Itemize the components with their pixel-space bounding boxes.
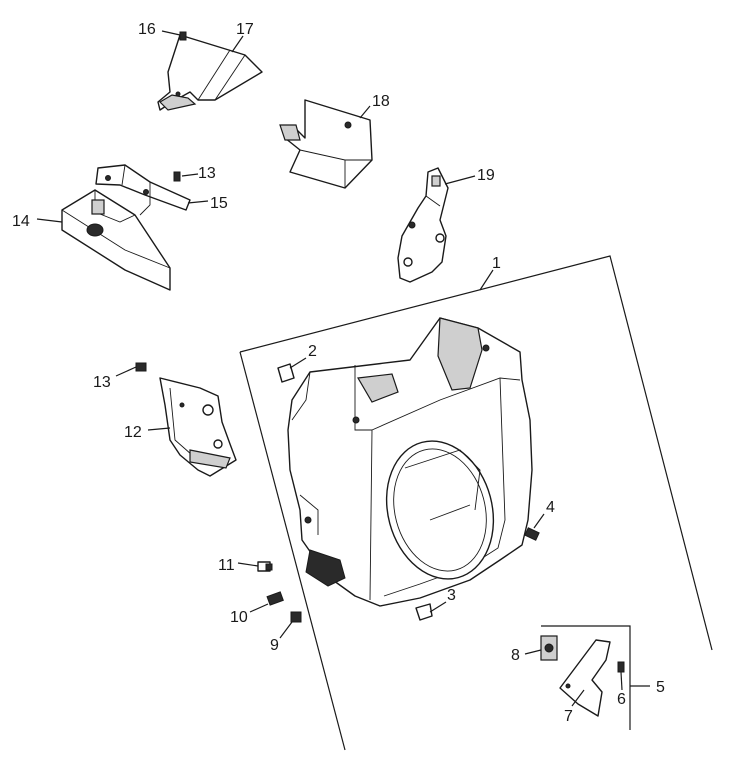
part-17-upper-shroud: [157, 34, 263, 111]
part-14-side-shroud: [61, 189, 171, 291]
callout-13-lower: 13: [93, 374, 111, 391]
callout-3: 3: [447, 587, 456, 604]
callout-12: 12: [124, 424, 142, 441]
callout-10: 10: [230, 609, 248, 626]
callout-18: 18: [372, 93, 390, 110]
part-13-screw-upper: [173, 171, 181, 182]
part-15-bracket: [95, 164, 191, 216]
part-11-screw: [257, 561, 273, 572]
callout-5: 5: [656, 679, 665, 696]
callout-17: 17: [236, 21, 254, 38]
callout-6: 6: [617, 691, 626, 708]
leader-lines: [36, 30, 650, 707]
part-12-bracket: [159, 377, 237, 477]
part-13-screw-lower: [135, 362, 147, 372]
callout-7: 7: [564, 708, 573, 725]
part-7-plate: [559, 639, 611, 717]
part-9-nut: [290, 611, 302, 623]
callout-2: 2: [308, 343, 317, 360]
part-3-clip: [415, 603, 433, 621]
part-10-screw: [266, 591, 284, 606]
callout-16: 16: [138, 21, 156, 38]
part-2-clip: [277, 363, 295, 383]
part-6-screw: [617, 661, 625, 673]
callout-8: 8: [511, 647, 520, 664]
part-16-screw: [179, 31, 187, 41]
callout-14: 14: [12, 213, 30, 230]
callout-labels: 16 17 18 19 1 13 15 14 13 12 2 4 3 11 10…: [12, 21, 665, 725]
callout-13-upper: 13: [198, 165, 216, 182]
assembly-outline-1: [239, 255, 713, 751]
part-1-blower-housing: [287, 317, 533, 607]
callout-19: 19: [477, 167, 495, 184]
callout-15: 15: [210, 195, 228, 212]
part-19-bracket: [397, 167, 449, 283]
part-4-screw: [524, 527, 540, 541]
callout-9: 9: [270, 637, 279, 654]
callout-1: 1: [492, 255, 501, 272]
kit-5-box: [541, 625, 631, 730]
part-18-baffle: [279, 99, 373, 189]
callout-11: 11: [218, 557, 235, 574]
part-8-nut: [540, 635, 558, 661]
callout-4: 4: [546, 499, 555, 516]
